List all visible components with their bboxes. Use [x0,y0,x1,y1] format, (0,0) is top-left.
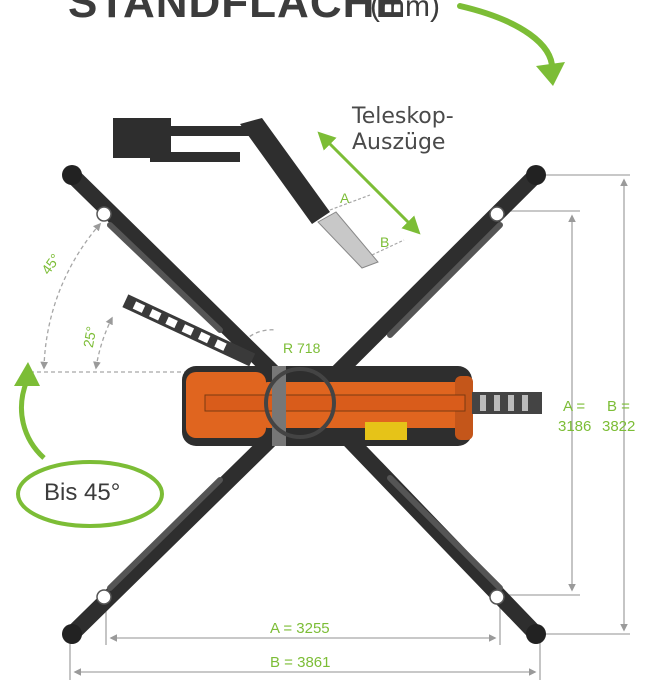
height-b-value: 3822 [602,418,636,435]
height-a-value: 3186 [558,418,592,435]
crane-body [182,366,542,446]
telescope-label-line1: Teleskop- [352,104,454,129]
telescope-jib-icon [113,118,379,269]
title-unit: (mm) [370,0,440,23]
rotated-boom-icon [122,294,256,367]
telescope-mark-b: B [380,234,390,250]
height-a-label: A = [563,398,586,415]
telescope-mark-a: A [340,190,350,206]
telescope-label: Teleskop- Auszüge [352,104,454,156]
telescope-ticks [329,194,405,256]
width-a-label: A = 3255 [270,620,330,637]
rotation-badge-text: Bis 45° [44,479,121,506]
radius-label: R 718 [283,340,321,356]
width-b-label: B = 3861 [270,654,331,671]
width-dimension-lines [69,598,541,680]
rotation-arrow-icon [14,362,46,460]
telescope-arrow-icon [317,131,421,235]
title-text: STANDFLÄCHE [68,0,406,27]
outrigger-feet [62,165,546,644]
rotation-badge-outline [16,460,164,528]
page-title: STANDFLÄCHE (mm) [0,0,560,28]
telescope-label-line2: Auszüge [352,130,446,155]
height-dimension-lines [502,174,630,635]
rotation-badge: Bis 45° [18,461,163,527]
height-b-label: B = [607,398,630,415]
curved-arrow-top-icon [457,3,565,86]
